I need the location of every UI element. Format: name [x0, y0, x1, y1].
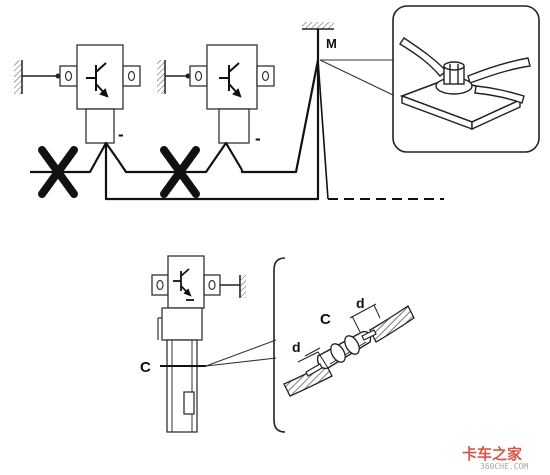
ground-point-label: M — [326, 36, 337, 51]
negative-terminal-label-1: - — [118, 125, 124, 144]
ground-point-m — [302, 22, 444, 200]
detail-bracket — [273, 257, 286, 433]
site-watermark: 卡车之家 360CHE.COM — [462, 445, 528, 471]
module-body-2 — [206, 44, 258, 110]
splice-sleeve — [316, 330, 372, 370]
control-module-3 — [151, 255, 277, 433]
dimension-label-left: d — [292, 339, 301, 355]
control-module-1 — [14, 44, 141, 144]
splice-detail — [283, 303, 415, 397]
dimension-label-right: d — [356, 295, 365, 311]
dimension-arrow-1 — [304, 347, 321, 357]
module-connector-3 — [161, 307, 203, 341]
module-body-1 — [76, 44, 124, 110]
control-module-2 — [157, 44, 275, 144]
inline-resistor — [183, 391, 195, 415]
dimension-arrow-2 — [349, 303, 377, 319]
splice-label-right: C — [320, 311, 331, 328]
watermark-main-text: 卡车之家 — [462, 445, 522, 463]
module-connector-2 — [218, 108, 250, 144]
transistor-symbol-3 — [173, 268, 194, 301]
ground-terminal-detail-inset — [392, 5, 540, 153]
transistor-symbol-2 — [219, 62, 242, 98]
incorrect-connection-mark-1 — [38, 146, 78, 198]
splice-label-left: C — [140, 359, 151, 376]
negative-terminal-label-2: - — [255, 129, 261, 148]
ground-hatch-left — [14, 60, 22, 94]
module-connector-1 — [85, 108, 115, 144]
incorrect-connection-mark-2 — [160, 146, 200, 198]
ground-bolt — [435, 61, 473, 95]
watermark-sub-text: 360CHE.COM — [480, 462, 528, 471]
transistor-symbol-1 — [86, 62, 109, 98]
